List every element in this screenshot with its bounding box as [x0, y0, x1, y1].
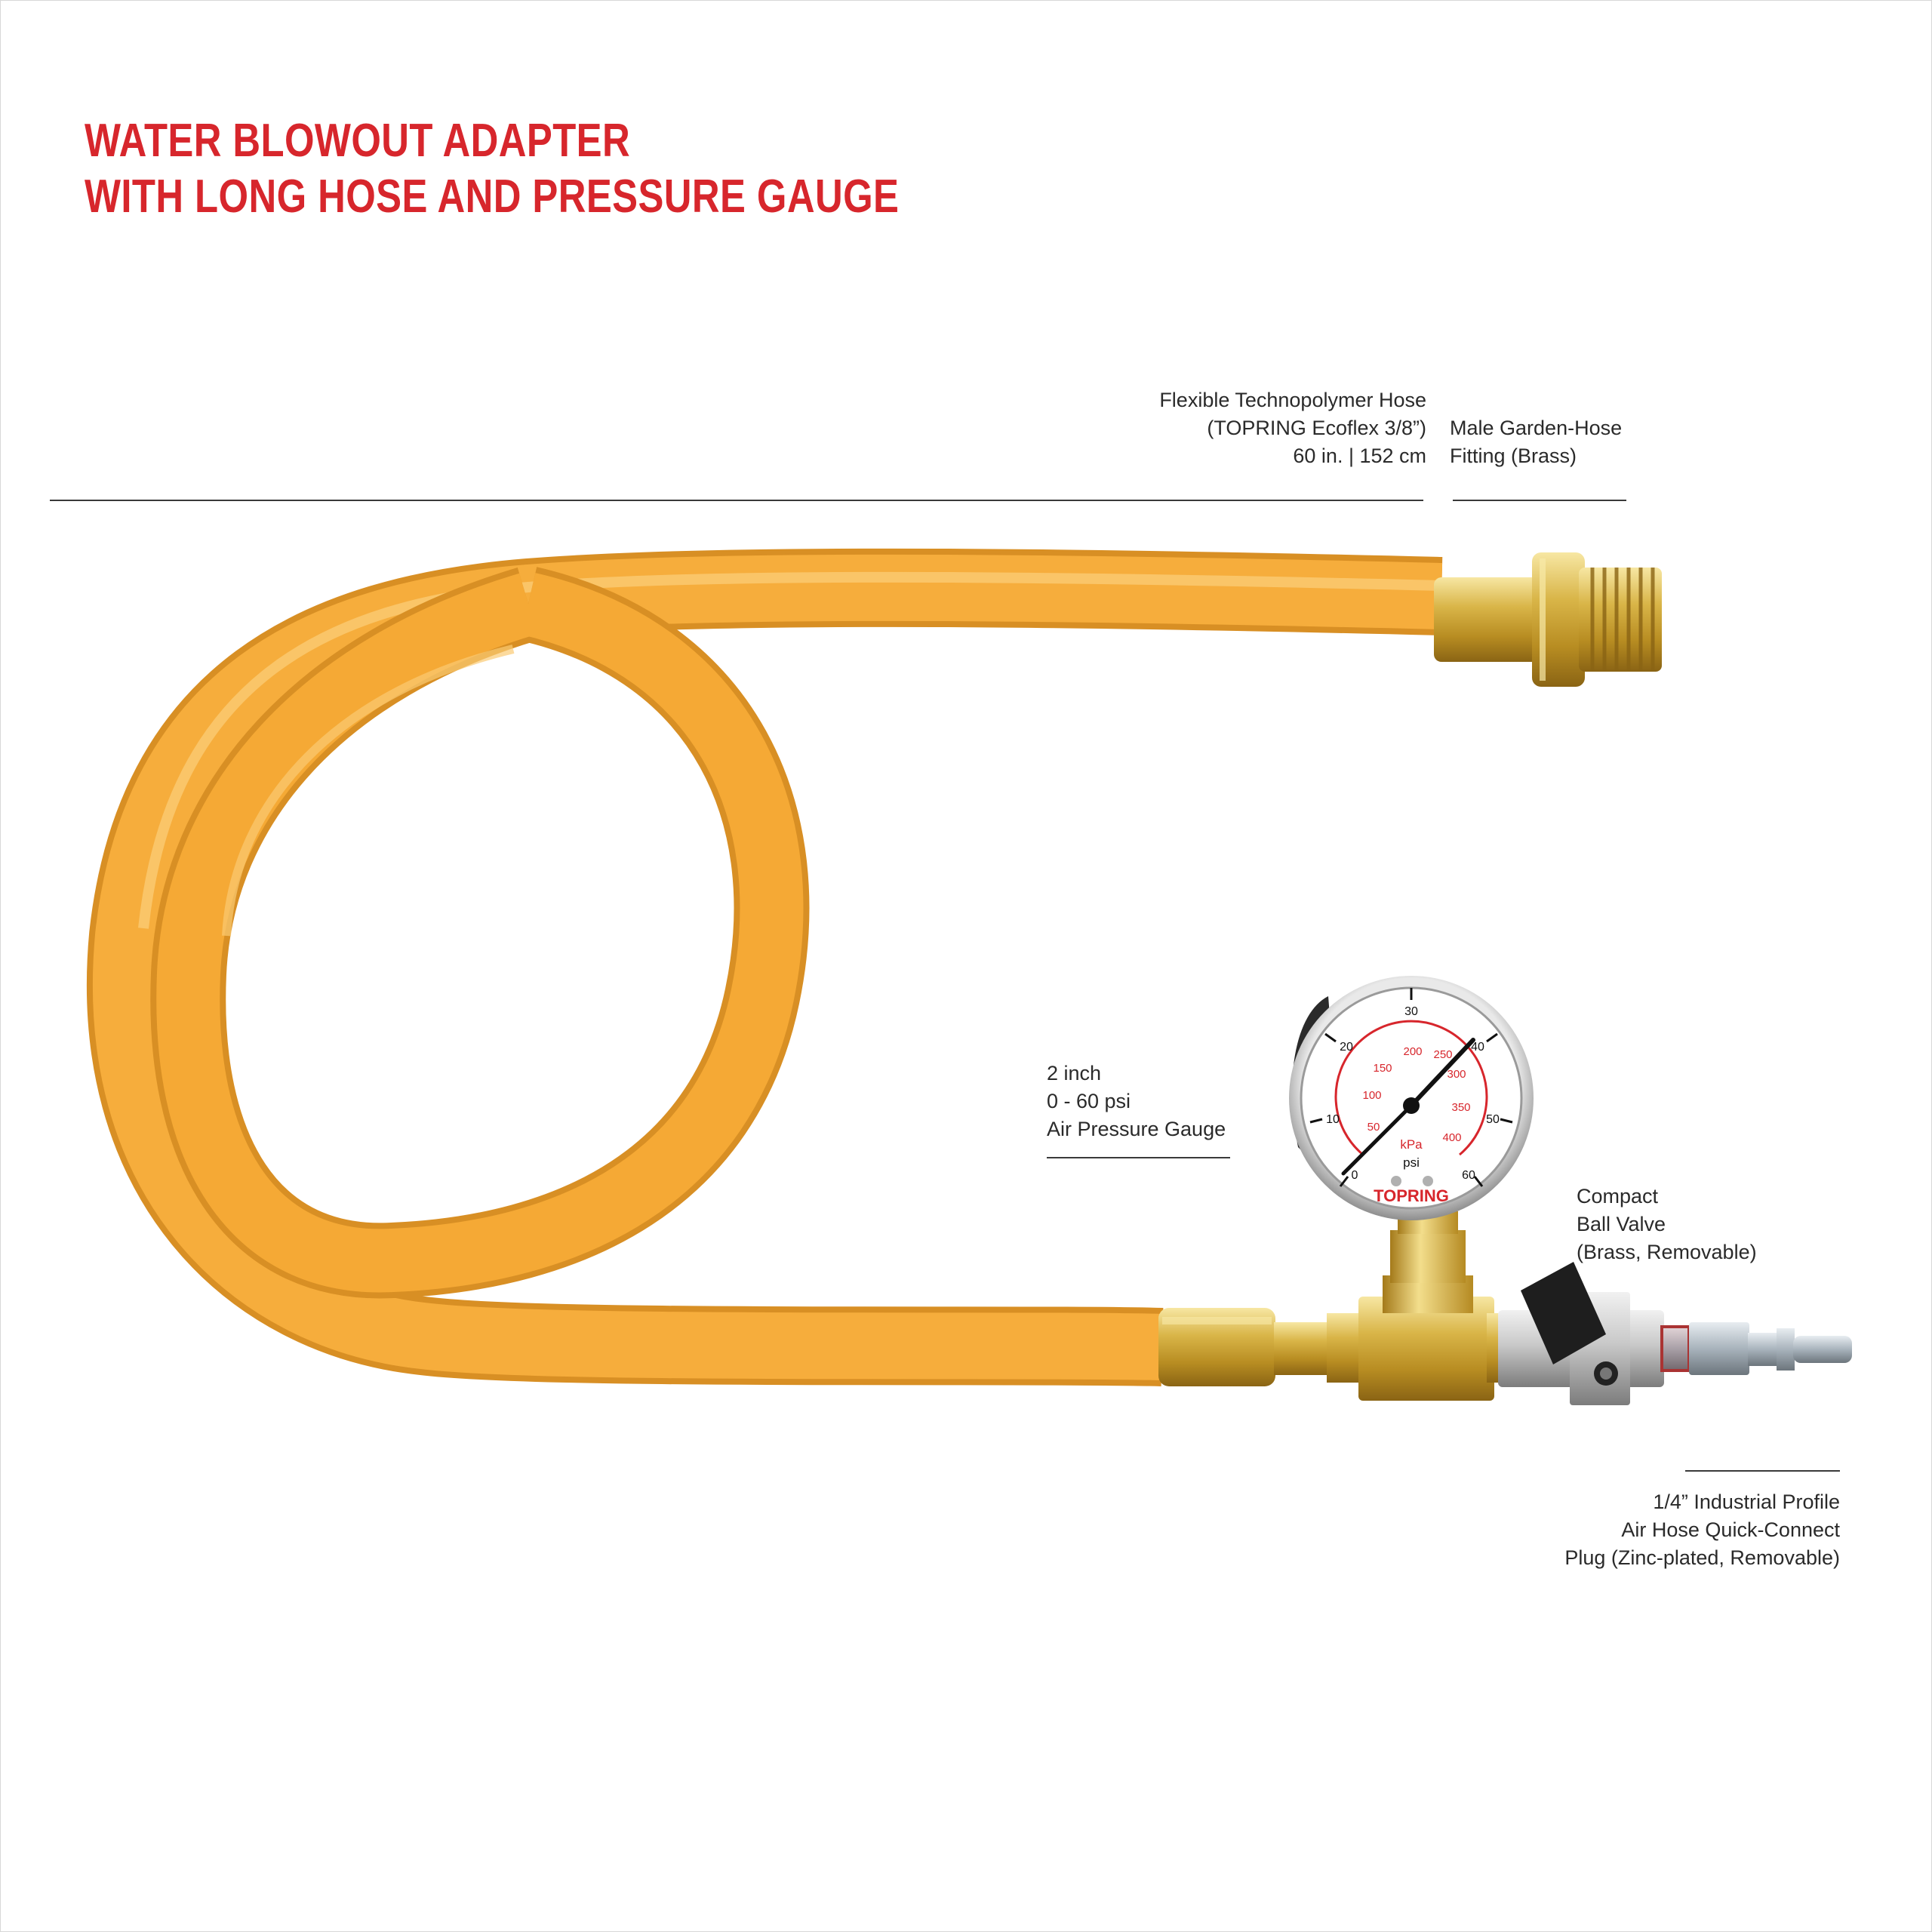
- hose-ferrule: [1158, 1308, 1275, 1386]
- gauge-psi-50: 50: [1486, 1113, 1500, 1126]
- gauge-brand-logo: TOPRING: [1374, 1186, 1449, 1205]
- valve-callout-line-1: Compact: [1577, 1185, 1659, 1208]
- gauge-psi-10: 10: [1326, 1113, 1340, 1126]
- plug-callout-line-1: 1/4” Industrial Profile: [1653, 1491, 1840, 1513]
- valve-callout-line-2: Ball Valve: [1577, 1213, 1666, 1235]
- gauge-kpa-150: 150: [1373, 1062, 1392, 1075]
- pressure-gauge: [1289, 976, 1534, 1220]
- gauge-kpa-400: 400: [1442, 1131, 1461, 1144]
- fitting-callout: Male Garden-Hose Fitting (Brass): [1450, 414, 1622, 470]
- gauge-kpa-50: 50: [1367, 1121, 1380, 1134]
- title-line-1: WATER BLOWOUT ADAPTER: [85, 115, 631, 167]
- hose-callout-rule: [50, 500, 1423, 501]
- gauge-psi-40: 40: [1471, 1041, 1484, 1054]
- fitting-callout-rule: [1453, 500, 1626, 501]
- fitting-callout-line-1: Male Garden-Hose: [1450, 417, 1623, 439]
- brass-tee: [1274, 1211, 1524, 1401]
- fitting-callout-line-2: Fitting (Brass): [1450, 445, 1577, 467]
- gauge-kpa-100: 100: [1362, 1089, 1381, 1102]
- flexible-hose: [86, 548, 1443, 1386]
- gauge-kpa-350: 350: [1451, 1101, 1470, 1114]
- quick-connect-plug: [1660, 1322, 1852, 1375]
- gauge-kpa-200: 200: [1403, 1045, 1422, 1058]
- hose-callout-line-2: (TOPRING Ecoflex 3/8”): [1207, 417, 1426, 439]
- plug-callout-rule: [1685, 1470, 1840, 1472]
- gauge-psi-30: 30: [1404, 1005, 1418, 1018]
- gauge-callout-line-2: 0 - 60 psi: [1047, 1090, 1131, 1112]
- hose-callout-line-3: 60 in. | 152 cm: [1293, 445, 1426, 467]
- gauge-kpa-300: 300: [1447, 1068, 1466, 1081]
- gauge-unit-kpa: kPa: [1400, 1137, 1423, 1152]
- ball-valve: [1498, 1262, 1664, 1405]
- gauge-psi-60: 60: [1462, 1169, 1475, 1182]
- valve-callout-line-3: (Brass, Removable): [1577, 1241, 1757, 1263]
- page-title: WATER BLOWOUT ADAPTER WITH LONG HOSE AND…: [85, 113, 899, 225]
- gauge-kpa-250: 250: [1433, 1048, 1452, 1061]
- garden-hose-fitting: [1434, 552, 1662, 687]
- gauge-callout: 2 inch 0 - 60 psi Air Pressure Gauge: [1047, 1060, 1226, 1143]
- gauge-callout-rule: [1047, 1157, 1230, 1158]
- valve-callout: Compact Ball Valve (Brass, Removable): [1577, 1183, 1757, 1266]
- gauge-psi-20: 20: [1340, 1041, 1353, 1054]
- gauge-callout-line-1: 2 inch: [1047, 1062, 1102, 1084]
- hose-callout-line-1: Flexible Technopolymer Hose: [1159, 389, 1426, 411]
- gauge-psi-0: 0: [1352, 1169, 1358, 1182]
- plug-callout: 1/4” Industrial Profile Air Hose Quick-C…: [1464, 1488, 1840, 1572]
- plug-callout-line-2: Air Hose Quick-Connect: [1621, 1518, 1840, 1541]
- plug-callout-line-3: Plug (Zinc-plated, Removable): [1564, 1546, 1840, 1569]
- gauge-unit-psi: psi: [1403, 1155, 1420, 1170]
- title-line-2: WITH LONG HOSE AND PRESSURE GAUGE: [85, 171, 900, 223]
- hose-callout: Flexible Technopolymer Hose (TOPRING Eco…: [1079, 386, 1426, 470]
- gauge-callout-line-3: Air Pressure Gauge: [1047, 1118, 1226, 1140]
